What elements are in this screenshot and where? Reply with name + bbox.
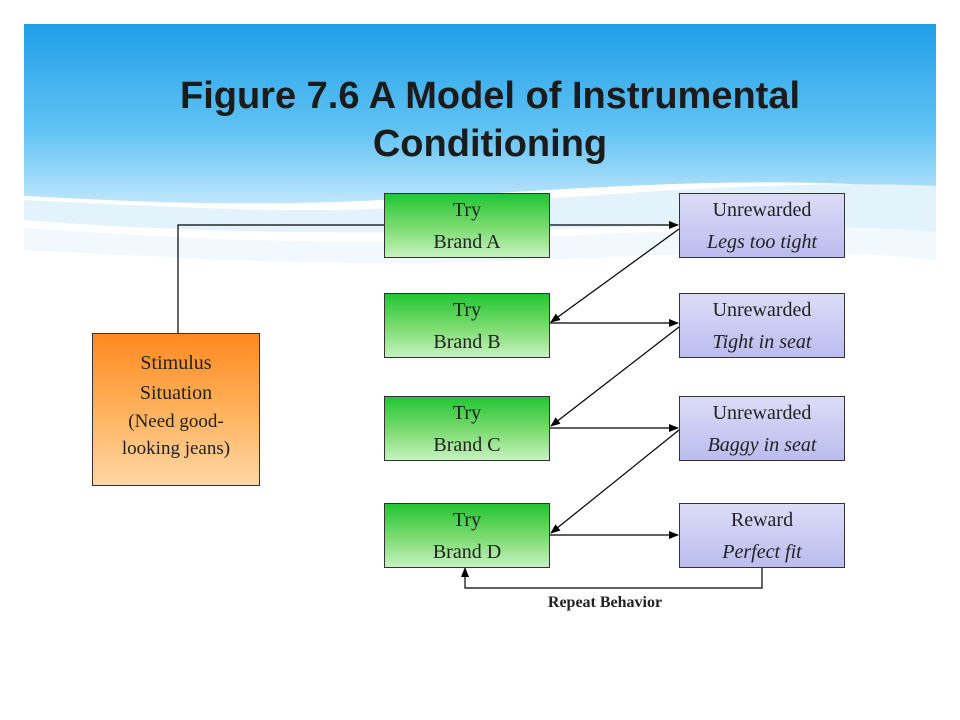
outcome-b-line-2: Tight in seat [712,331,812,353]
try-brand-a-box: Try Brand A [384,193,550,258]
title-line-1: Figure 7.6 A Model of Instrumental [179,75,801,117]
outcome-tight-in-seat-box: Unrewarded Tight in seat [679,293,845,358]
title-line-2: Conditioning [372,123,608,165]
outcome-d-line-2: Perfect fit [722,541,802,563]
slide-title: Figure 7.6 A Model of Instrumental Condi… [100,72,880,168]
outcome-a-line-1: Unrewarded [712,199,812,221]
try-brand-b-line-1: Try [452,299,482,321]
stimulus-line-3: (Need good- [128,411,224,432]
stimulus-situation-box: Stimulus Situation (Need good- looking j… [92,333,260,486]
outcome-c-line-2: Baggy in seat [707,434,817,456]
outcome-c-to-brand-d-arrow [550,429,680,534]
try-brand-d-line-2: Brand D [432,541,502,563]
outcome-legs-too-tight-box: Unrewarded Legs too tight [679,193,845,258]
outcome-b-line-1: Unrewarded [712,299,812,321]
header-band [24,24,936,204]
outcome-baggy-in-seat-box: Unrewarded Baggy in seat [679,396,845,461]
repeat-behavior-label: Repeat Behavior [547,594,663,611]
outcome-reward-perfect-fit-box: Reward Perfect fit [679,503,845,568]
repeat-behavior-loop [461,567,763,589]
outcome-b-to-brand-c-arrow [550,326,680,427]
outcome-a-to-brand-b-arrow [550,228,680,323]
try-brand-a-line-2: Brand A [433,231,501,253]
stimulus-to-brand-a-line [177,224,384,333]
outcome-a-line-2: Legs too tight [706,231,817,253]
try-brand-b-box: Try Brand B [384,293,550,358]
try-brand-d-box: Try Brand D [384,503,550,568]
outcome-c-line-1: Unrewarded [712,402,812,424]
try-brand-c-box: Try Brand C [384,396,550,461]
try-brand-b-line-2: Brand B [433,331,501,353]
stimulus-line-4: looking jeans) [121,438,231,459]
stimulus-line-1: Stimulus [140,352,212,374]
try-brand-d-line-1: Try [452,509,482,531]
try-brand-c-line-2: Brand C [433,434,501,456]
try-brand-c-line-1: Try [452,402,482,424]
outcome-d-line-1: Reward [730,509,794,531]
stimulus-line-2: Situation [139,382,213,404]
try-brand-a-line-1: Try [452,199,482,221]
